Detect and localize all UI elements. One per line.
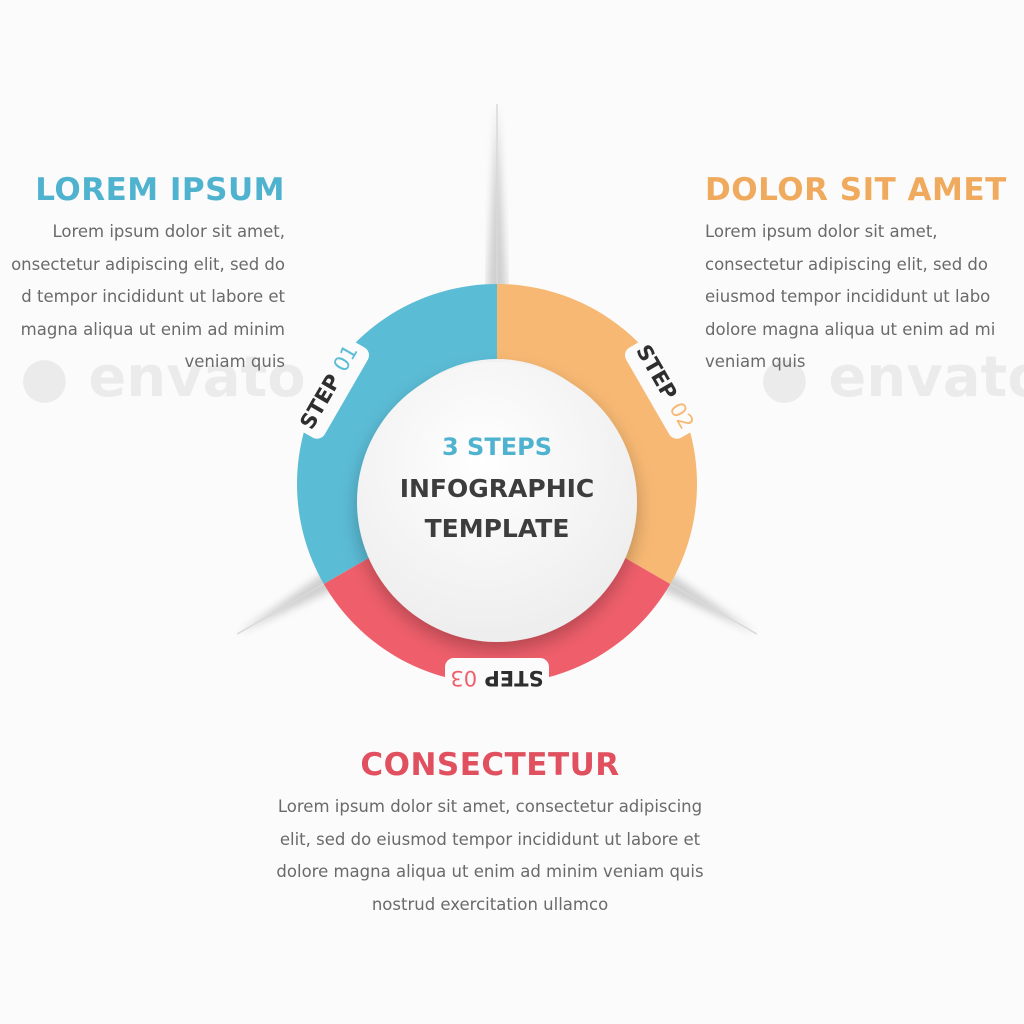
divider-shadow <box>656 570 757 634</box>
step3-text-block: CONSECTETUR Lorem ipsum dolor sit amet, … <box>190 747 790 921</box>
body-line: eiusmod tempor incididunt ut labo <box>705 287 991 306</box>
center-circle <box>357 362 637 642</box>
divider-line <box>236 578 333 635</box>
body-line: dolore magna aliqua ut enim ad minim ven… <box>276 862 704 881</box>
body-line: magna aliqua ut enim ad minim <box>20 319 285 339</box>
divider-shadows <box>236 104 758 635</box>
body-line: d tempor incididunt ut labore et <box>21 287 285 306</box>
step-number: 03 <box>450 666 477 690</box>
watermark-text: envato <box>88 345 306 410</box>
body-line: onsectetur adipiscing elit, sed do <box>11 254 285 274</box>
step3-title: CONSECTETUR <box>360 747 620 783</box>
body-line: dolore magna aliqua ut enim ad mi <box>705 319 996 339</box>
step2-body: Lorem ipsum dolor sit amet, consectetur … <box>705 216 1007 379</box>
watermark-right: ● envato <box>760 345 1024 410</box>
body-line: veniam quis <box>184 352 286 371</box>
watermark-left: ● envato <box>20 345 306 410</box>
step-word: STEP <box>477 666 544 690</box>
watermark-text: envato <box>828 345 1024 410</box>
step2-title: DOLOR SIT AMET <box>705 172 1007 208</box>
step3-label: STEP 03 <box>450 666 543 690</box>
body-line: elit, sed do eiusmod tempor incididunt u… <box>279 829 701 849</box>
body-line: nostrud exercitation ullamco <box>371 894 609 914</box>
center-line3: TEMPLATE <box>425 514 570 543</box>
body-line: consectetur adipiscing elit, sed do <box>705 254 988 274</box>
center-line2: INFOGRAPHIC <box>400 474 595 503</box>
body-line: Lorem ipsum dolor sit amet, <box>52 222 285 241</box>
step1-title: LOREM IPSUM <box>35 172 285 208</box>
step1-body: Lorem ipsum dolor sit amet, onsectetur a… <box>11 216 285 379</box>
body-line: Lorem ipsum dolor sit amet, <box>705 222 938 241</box>
divider-shadow <box>237 570 338 634</box>
center-line1: 3 STEPS <box>442 433 552 461</box>
divider-line <box>661 578 758 635</box>
step2-text-block: DOLOR SIT AMET Lorem ipsum dolor sit ame… <box>705 172 1007 379</box>
body-line: Lorem ipsum dolor sit amet, consectetur … <box>277 797 703 816</box>
step1-text-block: LOREM IPSUM Lorem ipsum dolor sit amet, … <box>11 172 285 379</box>
step3-label-tab: STEP 03 <box>445 658 549 698</box>
step3-body: Lorem ipsum dolor sit amet, consectetur … <box>190 791 790 921</box>
body-line: veniam quis <box>705 352 806 371</box>
